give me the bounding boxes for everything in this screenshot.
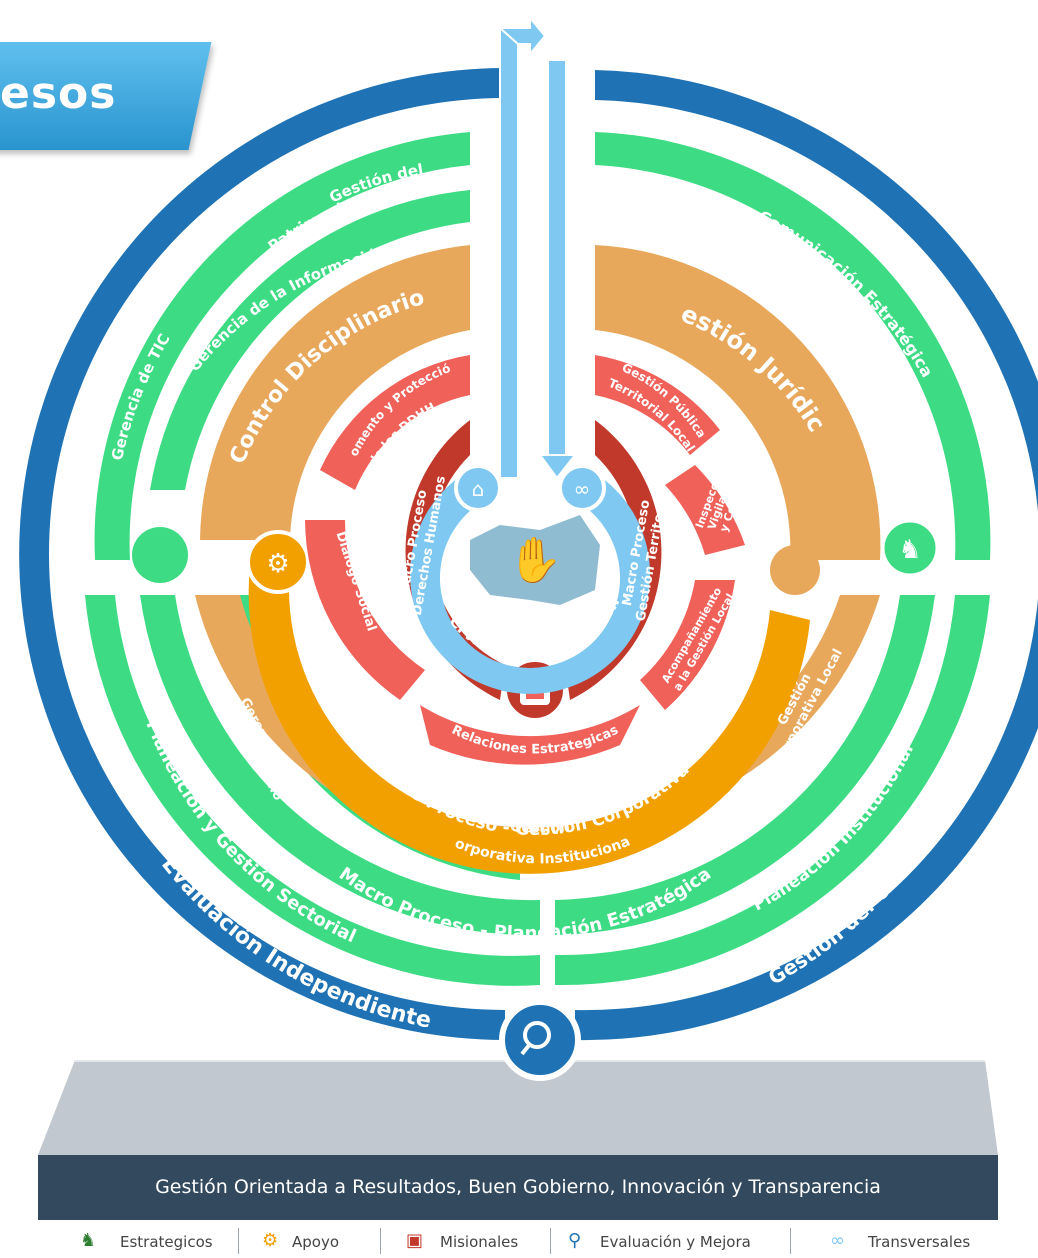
legend-evaluacion: Evaluación y Mejora (600, 1233, 751, 1251)
magnifier-legend-icon: ⚲ (568, 1230, 582, 1251)
legend-separator (790, 1228, 791, 1254)
link-legend-icon: ∞ (830, 1230, 845, 1251)
label-gci-1: Gestión (509, 819, 570, 837)
evaluacion-hub (499, 999, 581, 1081)
legend-separator (550, 1228, 551, 1254)
magnifier-icon (523, 1021, 551, 1049)
gears-icon: ⚙ (266, 549, 289, 579)
footer-banner: Gestión Orientada a Resultados, Buen Gob… (38, 1155, 998, 1220)
hands-icon: ✋ (508, 535, 563, 586)
house-icon: ⌂ (472, 477, 485, 501)
legend-separator (238, 1228, 239, 1254)
legend-transversales: Transversales (868, 1233, 971, 1251)
page-title: esos (0, 68, 117, 119)
legend-apoyo: Apoyo (292, 1233, 340, 1251)
knight-legend-icon: ♞ (80, 1230, 97, 1251)
legend-estrategicos: Estrategicos (120, 1233, 213, 1251)
legend-separator (380, 1228, 381, 1254)
puzzle-legend-icon: ▣ (406, 1230, 424, 1251)
gears-legend-icon: ⚙ (262, 1230, 279, 1251)
chess-knight-icon: ♞ (898, 535, 921, 565)
link-icon: ∞ (574, 477, 591, 501)
legend-misionales: Misionales (440, 1233, 519, 1251)
